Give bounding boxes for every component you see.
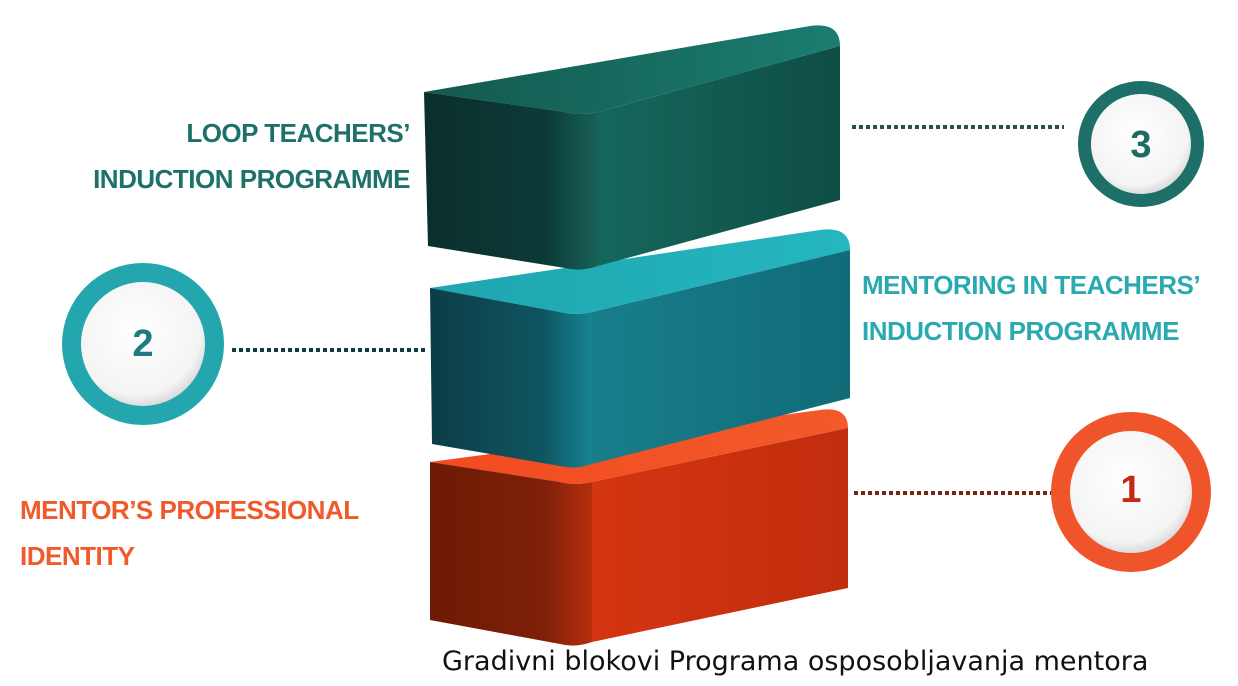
label-mentoring-induction: MENTORING IN TEACHERS’ INDUCTION PROGRAM… <box>862 262 1201 354</box>
label-top-line2: INDUCTION PROGRAMME <box>93 164 410 194</box>
label-top-line1: LOOP TEACHERS’ <box>186 118 410 148</box>
label-loop-teachers-induction: LOOP TEACHERS’ INDUCTION PROGRAMME <box>93 110 410 202</box>
number-circle-2 <box>62 263 224 425</box>
block-2 <box>430 229 850 468</box>
figure-caption: Gradivni blokovi Programa osposobljavanj… <box>442 646 1149 677</box>
label-mid-line1: MENTORING IN TEACHERS’ <box>862 270 1201 300</box>
block-3 <box>424 25 840 270</box>
number-1: 1 <box>1120 469 1142 511</box>
label-bot-line2: IDENTITY <box>20 541 135 571</box>
label-mid-line2: INDUCTION PROGRAMME <box>862 316 1179 346</box>
number-circle-3 <box>1078 81 1204 207</box>
label-mentor-identity: MENTOR’S PROFESSIONAL IDENTITY <box>20 487 359 579</box>
number-circle-1 <box>1051 412 1211 572</box>
block-1 <box>430 409 848 646</box>
label-bot-line1: MENTOR’S PROFESSIONAL <box>20 495 359 525</box>
number-2: 2 <box>132 323 154 365</box>
number-3: 3 <box>1130 124 1152 166</box>
